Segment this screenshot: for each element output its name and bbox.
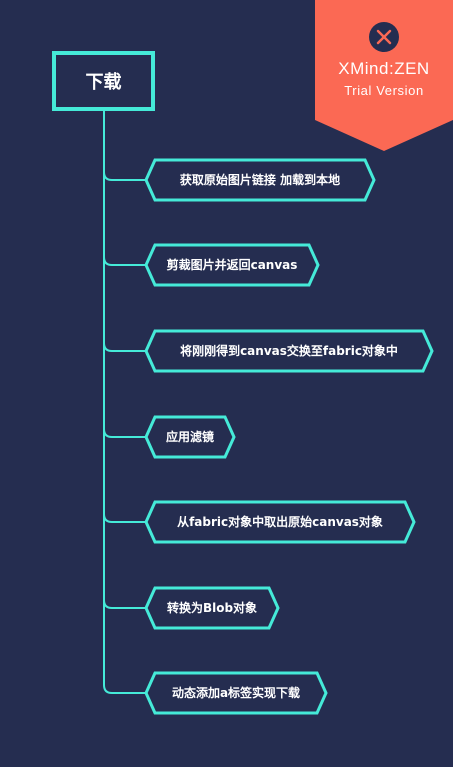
- branch-connector: [103, 684, 146, 694]
- step-node-label: 应用滤镜: [165, 430, 214, 444]
- step-node[interactable]: [144, 243, 320, 287]
- trial-version-text: Trial Version: [344, 83, 424, 98]
- branch-connector: [103, 171, 146, 181]
- step-node[interactable]: [144, 329, 434, 373]
- step-node-label: 从fabric对象中取出原始canvas对象: [177, 515, 383, 529]
- step-node-label: 转换为Blob对象: [166, 601, 258, 615]
- step-node-label: 剪裁图片并返回canvas: [166, 258, 298, 272]
- trial-badge: XMind:ZEN Trial Version: [315, 0, 453, 151]
- branch-connector: [103, 256, 146, 266]
- branch-connector: [103, 599, 146, 609]
- branch-connector: [103, 342, 146, 352]
- root-topic[interactable]: 下载: [52, 51, 155, 111]
- branch-connector: [103, 513, 146, 523]
- root-topic-label: 下载: [85, 72, 122, 93]
- step-node-label: 获取原始图片链接 加载到本地: [179, 173, 341, 187]
- brand-text: XMind:ZEN: [338, 59, 430, 78]
- step-node[interactable]: [144, 158, 376, 202]
- step-node-label: 将刚刚得到canvas交换至fabric对象中: [180, 344, 398, 358]
- xmind-x-icon: [369, 22, 399, 52]
- branch-connector: [103, 428, 146, 438]
- step-node[interactable]: [144, 586, 280, 630]
- step-node[interactable]: [144, 415, 236, 459]
- step-node-label: 动态添加a标签实现下载: [171, 686, 301, 700]
- step-node[interactable]: [144, 671, 328, 715]
- step-node[interactable]: [144, 500, 416, 544]
